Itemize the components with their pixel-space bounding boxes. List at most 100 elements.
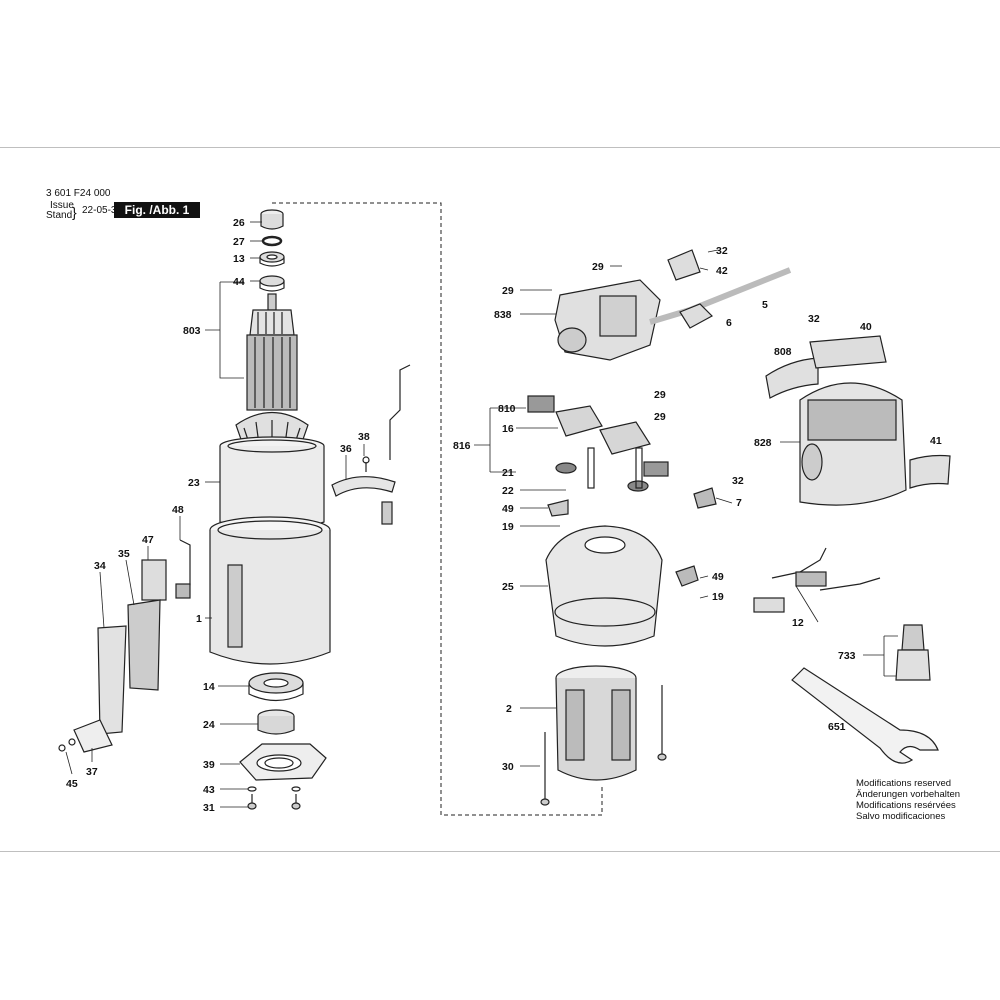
part-label: 19 xyxy=(502,521,514,533)
part-label: 19 xyxy=(712,591,724,603)
part-label: 24 xyxy=(203,719,215,731)
leader-lines xyxy=(65,221,898,808)
part-label: 27 xyxy=(233,236,245,248)
part-label: 49 xyxy=(502,503,514,515)
bearing-part xyxy=(259,275,285,292)
nut-part xyxy=(260,209,284,230)
part-label: 49 xyxy=(712,571,724,583)
parts-drawing xyxy=(58,202,951,816)
collet-part xyxy=(895,624,931,681)
part-label: 39 xyxy=(203,759,215,771)
part-label: 41 xyxy=(930,435,942,447)
bearing-part xyxy=(248,672,304,702)
label-part xyxy=(765,357,819,399)
frame-top-line xyxy=(0,147,1000,148)
part-label: 26 xyxy=(233,217,245,229)
switch-part xyxy=(127,599,161,691)
part-label: 6 xyxy=(726,317,732,329)
part-label: 838 xyxy=(494,309,512,321)
part-label: 21 xyxy=(502,467,514,479)
cable-clamp-part xyxy=(667,249,701,281)
sleeve-part xyxy=(257,709,295,735)
issue-date: 22-05-30 xyxy=(82,205,123,216)
part-label: 5 xyxy=(762,299,768,311)
frame-bottom-line xyxy=(0,851,1000,852)
part-label: 816 xyxy=(453,440,471,452)
part-label: 32 xyxy=(808,313,820,325)
part-label: 803 xyxy=(183,325,201,337)
brush-holder-part xyxy=(555,405,603,437)
label-plate-part xyxy=(809,335,887,369)
part-label: 651 xyxy=(828,721,846,733)
spring-part xyxy=(555,462,577,474)
doc-number: 3 601 F24 000 xyxy=(46,188,111,199)
brace-glyph: } xyxy=(72,204,77,220)
motor-housing-part xyxy=(209,516,331,665)
bracket-part xyxy=(331,476,396,497)
wire-part xyxy=(389,364,411,460)
part-label: 23 xyxy=(188,477,200,489)
o-ring-part xyxy=(261,235,283,247)
carbon-brush-part xyxy=(643,461,669,477)
part-label: 25 xyxy=(502,581,514,593)
part-label: 808 xyxy=(774,346,792,358)
part-label: 36 xyxy=(340,443,352,455)
suppressor-part xyxy=(753,597,785,613)
label-part xyxy=(909,454,951,489)
cable-guard xyxy=(679,303,713,329)
part-label: 12 xyxy=(792,617,804,629)
carbon-brush-part xyxy=(527,395,555,413)
stator-part xyxy=(555,665,637,781)
part-label: 29 xyxy=(592,261,604,273)
part-label: 47 xyxy=(142,534,154,546)
assembly-dashed-line xyxy=(272,202,603,816)
part-label: 733 xyxy=(838,650,856,662)
part-label: 45 xyxy=(66,778,78,790)
brush-assembly-part xyxy=(554,279,661,361)
part-label: 16 xyxy=(502,423,514,435)
modifications-notice: Modifications reserved Änderungen vorbeh… xyxy=(856,778,960,822)
part-label: 38 xyxy=(358,431,370,443)
terminal-part xyxy=(693,487,717,509)
part-label: 7 xyxy=(736,497,742,509)
note-de: Änderungen vorbehalten xyxy=(856,789,961,800)
note-es: Salvo modificaciones xyxy=(856,811,946,822)
part-label: 828 xyxy=(754,437,772,449)
cover-plate-part xyxy=(97,625,127,735)
flange-part xyxy=(239,743,327,781)
spring-part xyxy=(627,480,649,492)
wrench-part xyxy=(791,667,939,764)
clamp-part xyxy=(73,719,113,753)
bearing-housing-part xyxy=(545,525,663,647)
part-labels: 26 27 13 44 803 23 36 38 48 47 35 34 1 1… xyxy=(66,217,942,814)
part-label: 32 xyxy=(732,475,744,487)
wire-part xyxy=(771,547,827,579)
wire-part xyxy=(819,577,881,591)
pin-part xyxy=(635,447,643,489)
part-label: 42 xyxy=(716,265,728,277)
part-label: 34 xyxy=(94,560,106,572)
part-label: 29 xyxy=(502,285,514,297)
brush-holder-part xyxy=(599,421,651,455)
part-label: 37 xyxy=(86,766,98,778)
part-label: 43 xyxy=(203,784,215,796)
part-label: 35 xyxy=(118,548,130,560)
part-label: 30 xyxy=(502,761,514,773)
part-label: 13 xyxy=(233,253,245,265)
part-label: 1 xyxy=(196,613,202,625)
stand-label: Stand xyxy=(46,210,73,221)
part-label: 32 xyxy=(716,245,728,257)
part-label: 29 xyxy=(654,411,666,423)
part-label: 44 xyxy=(233,276,245,288)
pin-part xyxy=(587,447,595,489)
part-label: 14 xyxy=(203,681,215,693)
part-label: 40 xyxy=(860,321,872,333)
part-label: 48 xyxy=(172,504,184,516)
terminal-part xyxy=(381,501,393,525)
capacitor-part xyxy=(141,559,167,601)
part-label: 810 xyxy=(498,403,516,415)
part-label: 29 xyxy=(654,389,666,401)
motor-cap-part xyxy=(799,382,907,506)
bearing-part xyxy=(259,251,285,267)
